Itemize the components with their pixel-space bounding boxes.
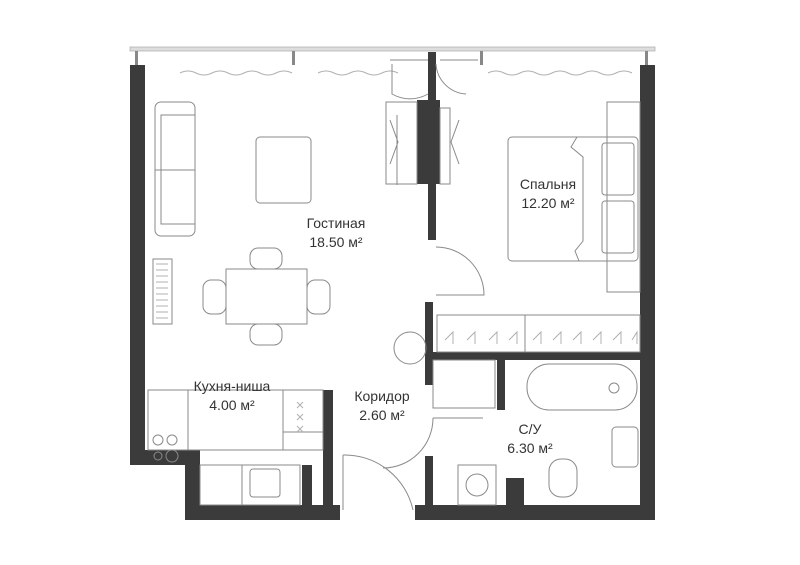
room-area: 18.50 м² [309,234,363,250]
room-name: Гостиная [306,215,366,231]
room-label-bathroom: С/У 6.30 м² [507,420,552,458]
toilet [548,458,578,498]
radiator [152,258,173,325]
bathroom-door [382,417,483,469]
tv-units [385,101,460,185]
room-name: Кухня-ниша [193,378,271,394]
bed [507,101,641,293]
room-label-corridor: Коридор 2.60 м² [354,387,409,425]
coffee-table [255,136,312,204]
bedroom-door [435,246,485,296]
balcony-doors [390,59,478,100]
sofa [154,101,196,237]
room-area: 4.00 м² [209,397,255,413]
room-area: 6.30 м² [507,440,553,456]
room-label-living: Гостиная 18.50 м² [307,214,366,252]
kitchen-counter [147,389,324,506]
room-label-kitchen: Кухня-ниша 4.00 м² [194,377,271,415]
wardrobe [436,314,641,353]
room-name: Спальня [519,176,577,192]
sink [611,426,639,468]
bathtub [526,363,638,411]
room-area: 2.60 м² [359,407,405,423]
bath-niche [432,359,496,409]
washing-machine [457,464,497,506]
windows [129,46,656,76]
dining-table [202,247,331,346]
room-name: С/У [518,421,542,437]
round-table [393,331,427,365]
walls [130,52,655,520]
room-area: 12.20 м² [521,195,575,211]
room-label-bedroom: Спальня 12.20 м² [520,175,576,213]
entrance-door [342,454,414,511]
room-name: Коридор [354,388,410,404]
